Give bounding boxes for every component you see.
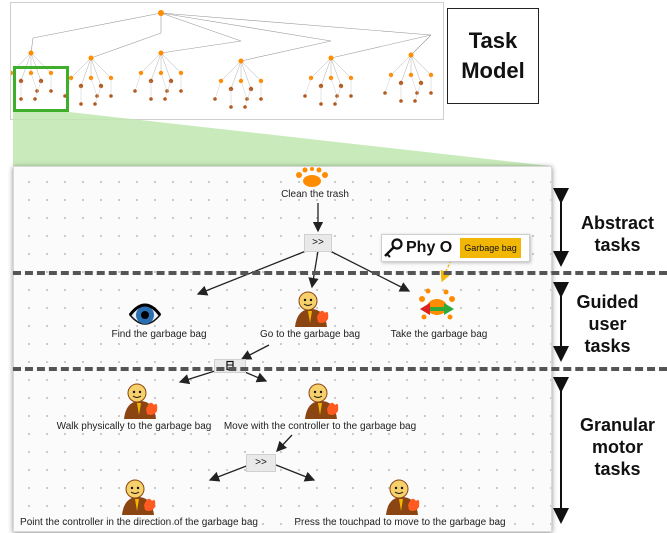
- edge-object-take: [440, 259, 452, 283]
- user-icon-walk: [124, 383, 158, 419]
- task-model-detail-canvas: Clean the trash >> Phy O Garbage bag Fin…: [13, 166, 552, 532]
- task-edges: [178, 203, 452, 482]
- sequence-operator-2: >>: [246, 454, 276, 472]
- overview-tree: [11, 10, 434, 109]
- object-name-chip: Garbage bag: [460, 238, 521, 258]
- edge-op2-point: [208, 464, 250, 482]
- user-icon-move: [305, 383, 339, 419]
- band-separator-2: [13, 367, 667, 371]
- task-model-overview: [10, 2, 444, 120]
- user-interaction-icon: [295, 291, 329, 327]
- task-label-goto: Go to the garbage bag: [259, 329, 361, 340]
- user-icon-press: [386, 479, 420, 515]
- edge-move-op2: [276, 434, 293, 452]
- eye-icon: [128, 303, 162, 325]
- edge-op1-goto: [308, 250, 319, 289]
- physical-object-label: Phy O: [406, 239, 453, 256]
- user-icon-point: [122, 479, 156, 515]
- band-label-guided: Guided user tasks: [576, 292, 639, 356]
- task-model-title-box: Task Model: [447, 8, 539, 104]
- band-separator-1: [13, 271, 667, 275]
- task-label-press: Press the touchpad to move to the garbag…: [294, 517, 506, 528]
- task-label-move: Move with the controller to the garbage …: [223, 421, 417, 432]
- physical-object-tag: Phy O Garbage bag: [381, 234, 530, 262]
- sequence-operator-1: >>: [304, 234, 332, 252]
- interaction-task-icon: [419, 288, 455, 320]
- edge-op2-press: [275, 464, 316, 482]
- task-label-clean: Clean the trash: [281, 189, 349, 200]
- task-label-walk: Walk physically to the garbage bag: [56, 421, 212, 432]
- key-icon: [384, 238, 403, 258]
- edge-goto-choice: [240, 344, 270, 360]
- edge-choice-walk: [178, 369, 219, 385]
- zoom-highlight-box: [13, 66, 69, 112]
- task-model-title: Task Model: [461, 28, 525, 83]
- task-label-point: Point the controller in the direction of…: [20, 517, 258, 528]
- band-label-granular: Granular motor tasks: [579, 415, 656, 479]
- abstract-task-icon: [296, 167, 328, 187]
- task-label-find: Find the garbage bag: [111, 329, 207, 340]
- band-label-abstract: Abstract tasks: [580, 213, 655, 255]
- task-label-take: Take the garbage bag: [390, 329, 488, 340]
- zoom-fan-shape: [13, 112, 550, 166]
